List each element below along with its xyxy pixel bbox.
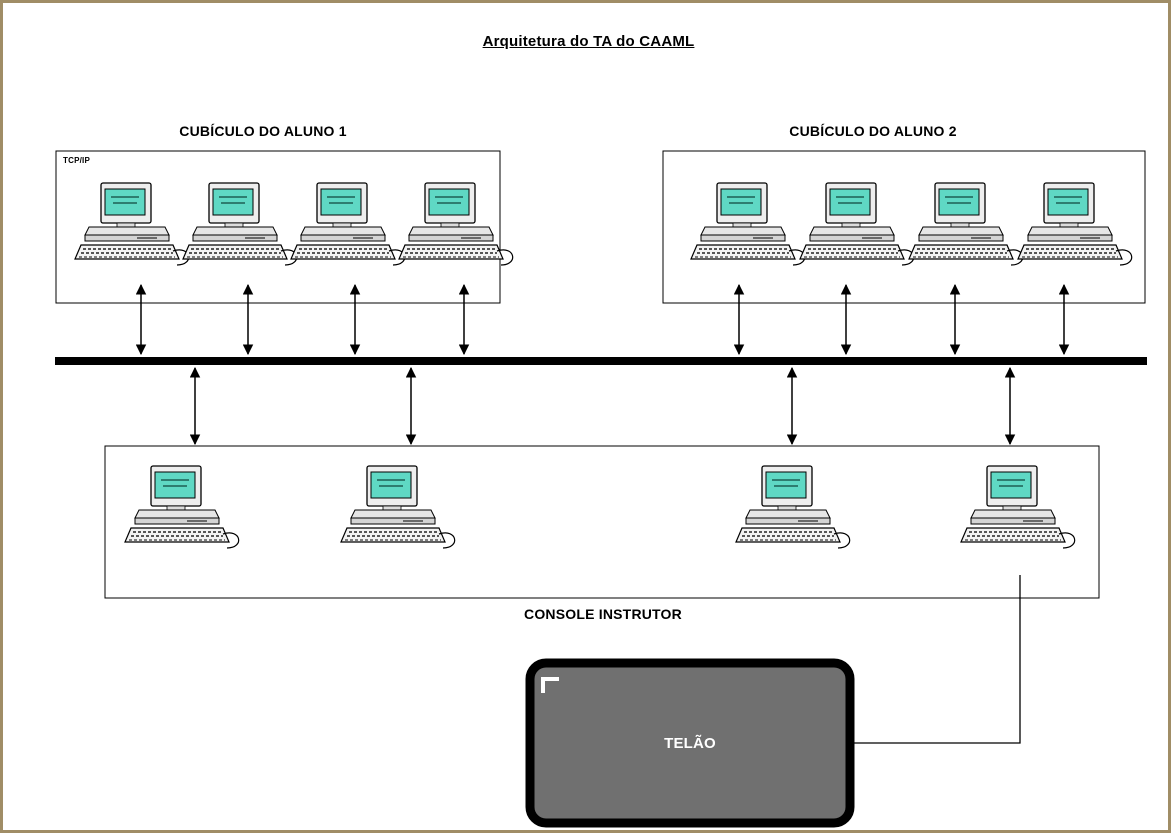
computer-workstation-icon — [735, 465, 851, 549]
network-bus — [55, 357, 1147, 365]
console-box — [104, 445, 1100, 599]
computer-workstation-icon — [960, 465, 1076, 549]
computer-workstation-icon — [398, 182, 514, 266]
cubicle-1-label: CUBÍCULO DO ALUNO 1 — [179, 123, 347, 139]
cubicle-2-computers — [690, 182, 1133, 266]
console-computers — [124, 465, 1076, 549]
computer-workstation-icon — [182, 182, 298, 266]
big-screen — [525, 658, 855, 828]
computer-workstation-icon — [124, 465, 240, 549]
cubicle-2-label: CUBÍCULO DO ALUNO 2 — [789, 123, 957, 139]
cubicle-2-box — [662, 150, 1146, 304]
big-screen-label: TELÃO — [664, 735, 716, 752]
computer-workstation-icon — [74, 182, 190, 266]
computer-workstation-icon — [908, 182, 1024, 266]
console-bus-links — [189, 366, 1016, 446]
cubicle-1-box — [55, 150, 501, 304]
computer-workstation-icon — [340, 465, 456, 549]
computer-workstation-icon — [799, 182, 915, 266]
console-label: CONSOLE INSTRUTOR — [524, 606, 682, 622]
architecture-diagram — [55, 150, 1147, 828]
screen-connection-line — [853, 575, 1021, 744]
computer-workstation-icon — [690, 182, 806, 266]
cubicle-bus-links — [135, 283, 1070, 356]
network-protocol-label: TCP/IP — [63, 156, 90, 165]
computer-workstation-icon — [290, 182, 406, 266]
computer-workstation-icon — [1017, 182, 1133, 266]
cubicle-1-computers — [74, 182, 514, 266]
diagram-title: Arquitetura do TA do CAAML — [482, 33, 695, 50]
